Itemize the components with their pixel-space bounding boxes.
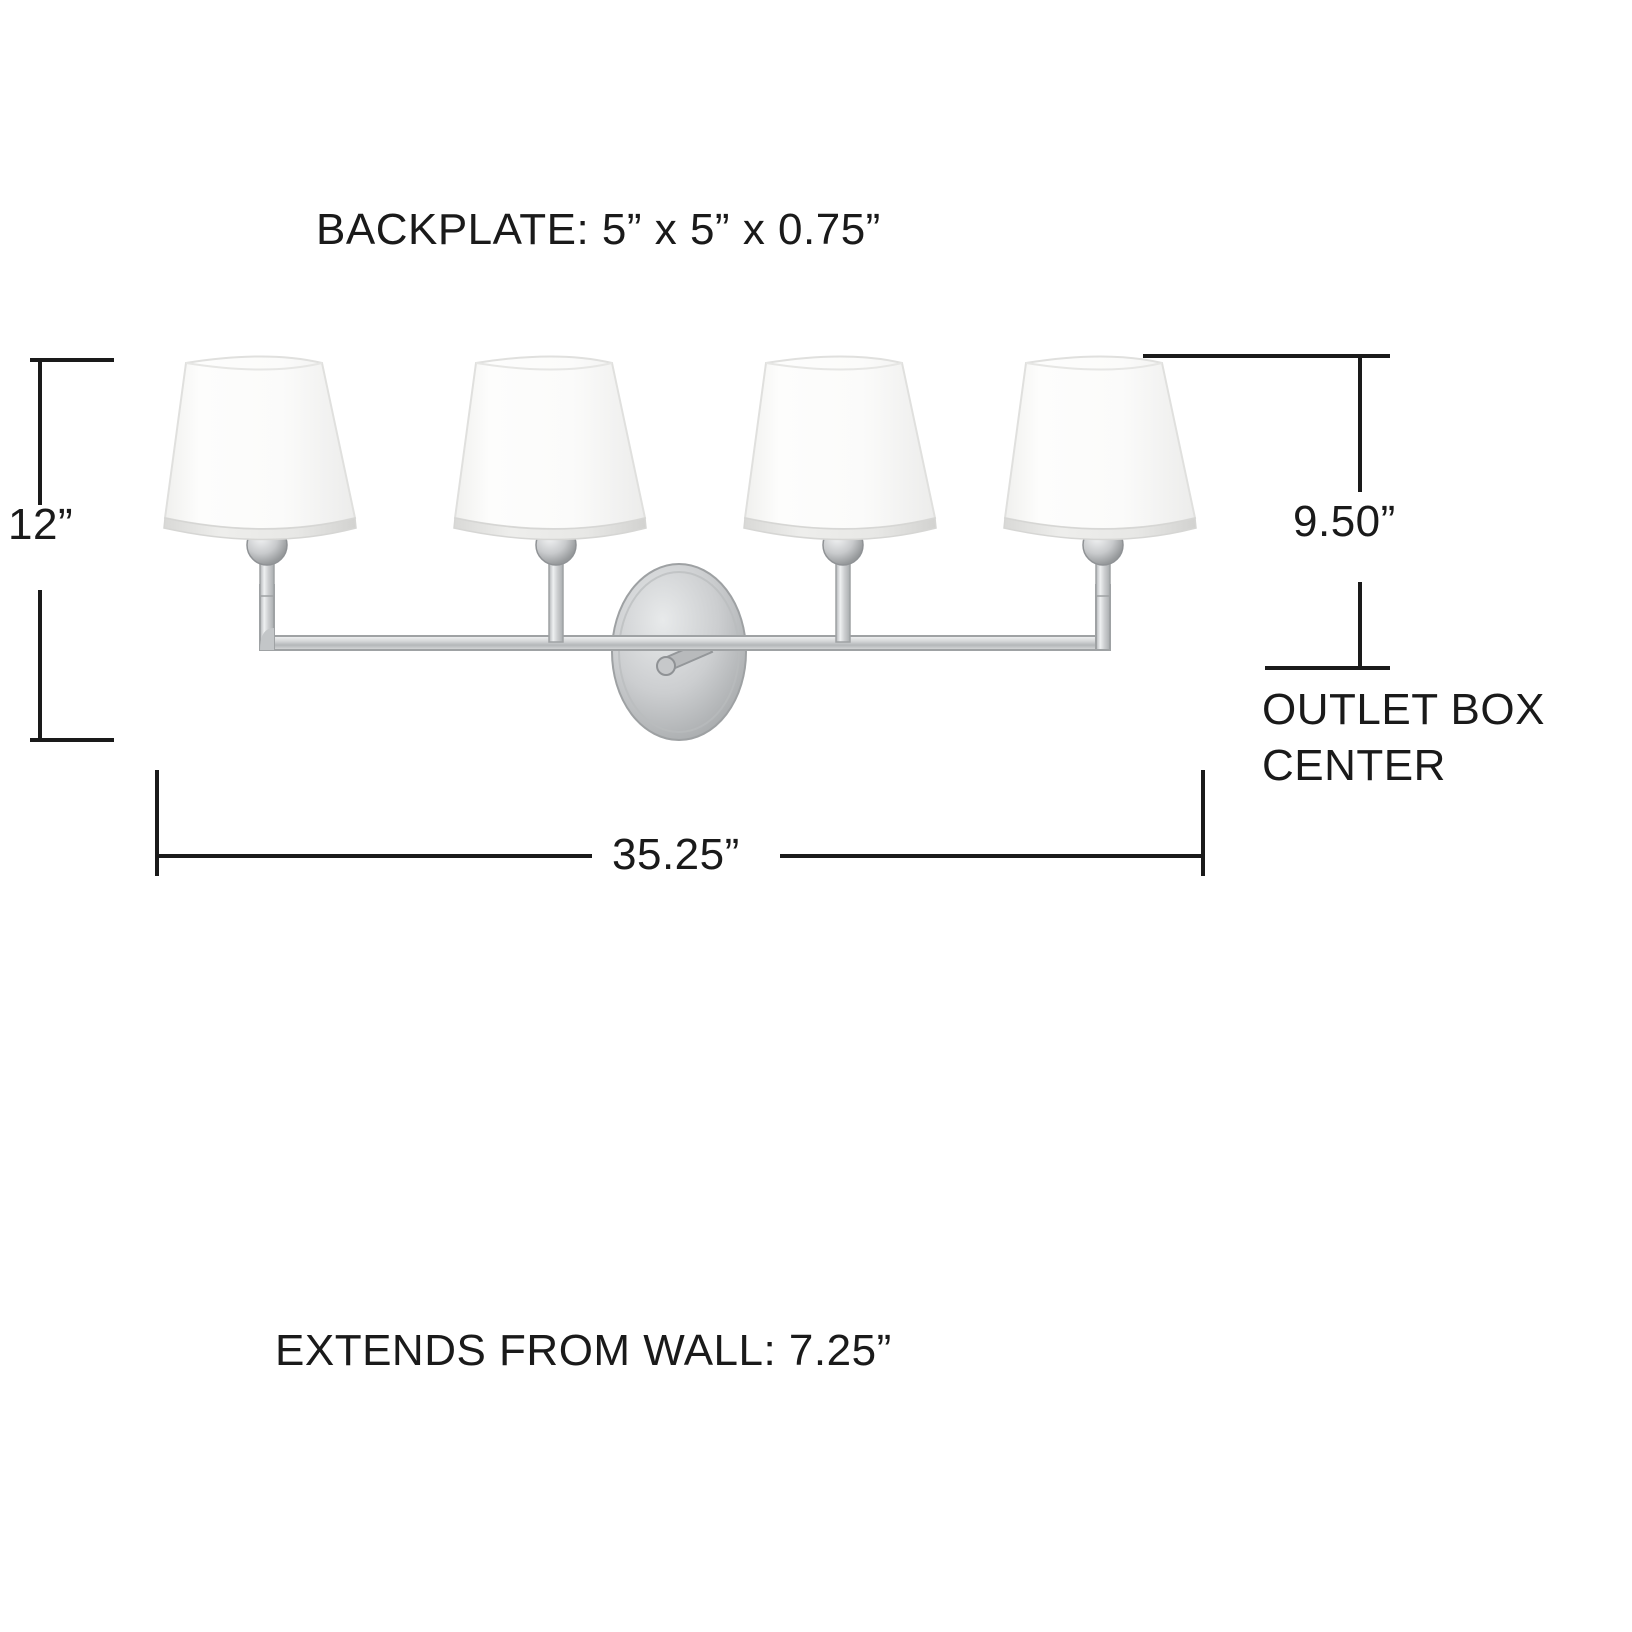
outlet-box-center-dimension-label: 9.50” <box>1293 497 1396 546</box>
lamp-sockets <box>245 502 1125 566</box>
lamp-shade <box>453 355 647 541</box>
lamp-shade <box>1003 355 1197 541</box>
lamp-shade <box>163 355 357 541</box>
dimension-lines <box>30 354 1390 876</box>
height-dimension-label: 12” <box>8 500 74 549</box>
lamp-shade <box>743 355 937 541</box>
extends-from-wall-label: EXTENDS FROM WALL: 7.25” <box>275 1326 892 1375</box>
backplate <box>611 563 747 741</box>
lamp-shades <box>163 355 1197 541</box>
outlet-box-center-label: OUTLET BOX CENTER <box>1262 685 1545 791</box>
width-dimension-label: 35.25” <box>598 830 754 880</box>
lamp-stems <box>259 555 1111 643</box>
cross-arm <box>259 584 1111 651</box>
backplate-label: BACKPLATE: 5” x 5” x 0.75” <box>316 205 881 254</box>
